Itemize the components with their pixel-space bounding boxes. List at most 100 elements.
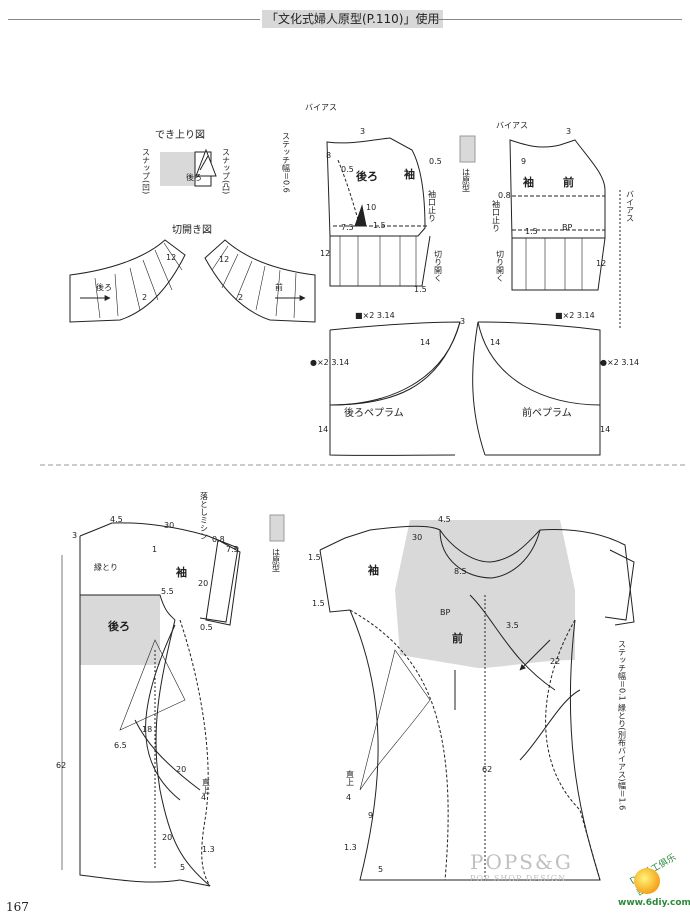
measure-1: 1: [152, 545, 157, 554]
drop-stitch-label: 落としミシン: [200, 491, 209, 540]
watermark: POPS&G POP SHOP DESIGN: [470, 850, 573, 883]
top-front-sleeve-label: 袖: [523, 175, 534, 189]
peplum-formula2-back: ●×2 3.14: [310, 358, 349, 367]
cut-open-front: 切り開く: [496, 250, 505, 282]
measure-20c: 20: [162, 833, 172, 842]
fan-back-label: 後ろ: [96, 282, 112, 292]
cuff-finish-back: 袖口止り: [428, 189, 437, 222]
smiley-sun-icon: [634, 868, 660, 894]
measure-7-5b: 7.5: [226, 545, 239, 554]
measure-1-3: 1.3: [202, 845, 215, 854]
back-bodice-top-pattern: [326, 135, 476, 287]
measure-30: 30: [164, 521, 174, 530]
measure-12b: 12: [596, 259, 606, 268]
measure-1-3b: 1.3: [344, 843, 357, 852]
measure-7-5: 7.5: [341, 223, 354, 232]
cut-open-back: 切り開く: [434, 250, 443, 282]
straight-up-front: 直上: [346, 769, 355, 786]
back-small-label: 後ろ: [186, 172, 202, 182]
peplum-formula-front: ■×2 3.14: [555, 311, 595, 320]
measure-14: 14: [420, 338, 430, 347]
measure-3c: 3: [460, 317, 465, 326]
back-body-pattern: [61, 514, 285, 887]
fan-front-label: 前: [275, 282, 283, 292]
measure-4b: 4: [346, 793, 351, 802]
logo-url: www.6diy.com: [618, 898, 690, 908]
measure-0-5c: 0.5: [200, 623, 213, 632]
measure-20b: 20: [176, 765, 186, 774]
legend-original-bottom: は原型: [272, 548, 281, 572]
measure-0-8b: 0.8: [212, 535, 225, 544]
finished-view-label: でき上り図: [155, 129, 205, 141]
measure-62b: 62: [482, 765, 492, 774]
measure-12: 12: [320, 249, 330, 258]
measure-0-8: 0.8: [498, 191, 511, 200]
bias-vertical-label: バイアス: [626, 190, 635, 222]
header-rule-left: [8, 19, 260, 20]
measure-4-5: 4.5: [110, 515, 123, 524]
site-logo: DIY手工俱乐部 www.6diy.com: [612, 853, 690, 920]
page-number: 167: [6, 900, 29, 914]
measure-1-5: 1.5: [373, 221, 386, 230]
top-back-label: 後ろ: [356, 169, 378, 183]
measure-20: 20: [198, 579, 208, 588]
measure-5: 5: [180, 863, 185, 872]
measure-3: 3: [360, 127, 365, 136]
header-rule-right: [436, 19, 682, 20]
top-front-label: 前: [563, 175, 574, 189]
binding-label: 縁とり: [94, 562, 118, 572]
measure-9b: 9: [368, 811, 373, 820]
measure-3-5: 3.5: [506, 621, 519, 630]
measure-62: 62: [56, 761, 66, 770]
measure-30b: 30: [412, 533, 422, 542]
measure-22: 22: [550, 657, 560, 666]
back-peplum-pattern: [329, 321, 461, 456]
measure-0-5b: 0.5: [429, 157, 442, 166]
measure-1-5d: 1.5: [308, 553, 321, 562]
bottom-front-sleeve-label: 袖: [368, 563, 379, 577]
measure-2: 2: [142, 293, 147, 302]
front-peplum-label: 前ペプラム: [522, 406, 572, 419]
straight-up-back: 直上: [202, 777, 211, 794]
measure-5b: 5: [378, 865, 383, 874]
measure-8-5: 8.5: [454, 567, 467, 576]
cuff-finish-front: 袖口止り: [492, 199, 501, 232]
measure-1-5c: 1.5: [525, 227, 538, 236]
cut-open-front-fan: [204, 239, 316, 323]
measure-1-5b: 1.5: [414, 285, 427, 294]
snap-concave-label: スナップ(凹): [142, 148, 151, 194]
watermark-sub: POP SHOP DESIGN: [470, 874, 567, 883]
cut-open-back-fan: [69, 239, 186, 323]
finished-view-diagram: [160, 148, 217, 187]
peplum-formula2-front: ●×2 3.14: [600, 358, 639, 367]
bottom-front-label: 前: [452, 631, 463, 645]
measure-3b: 3: [566, 127, 571, 136]
top-bp-label: BP: [562, 223, 572, 232]
measure-4-5b: 4.5: [438, 515, 451, 524]
bottom-bp-label: BP: [440, 608, 450, 617]
front-bodice-top-pattern: [509, 139, 621, 330]
measure-18: 18: [142, 725, 152, 734]
legend-original-top: は原型: [462, 168, 471, 192]
header-title: 「文化式婦人原型(P.110)」使用: [262, 10, 444, 28]
page-header: 「文化式婦人原型(P.110)」使用: [0, 0, 690, 40]
stitch-binding-label: ステッチ幅＝0.1 縁とり(別布バイアス)幅＝1.6: [618, 640, 627, 810]
measure-14b: 14: [490, 338, 500, 347]
measure-8: 8: [326, 151, 331, 160]
measure-14c: 14: [318, 425, 328, 434]
measure-1-5e: 1.5: [312, 599, 325, 608]
bias-label-back: バイアス: [305, 103, 337, 112]
measure-5-5: 5.5: [161, 587, 174, 596]
measure-14d: 14: [600, 425, 610, 434]
snap-convex-label: スナップ(凸): [222, 148, 231, 194]
measure-12d: 12: [219, 255, 229, 264]
watermark-text: POPS&G: [470, 850, 573, 874]
cut-open-view-label: 切開き図: [172, 224, 212, 236]
front-peplum-pattern: [472, 321, 601, 456]
peplum-formula-back: ■×2 3.14: [355, 311, 395, 320]
measure-4: 4: [201, 793, 206, 802]
measure-0-5: 0.5: [341, 165, 354, 174]
measure-9: 9: [521, 157, 526, 166]
bottom-back-label: 後ろ: [108, 619, 130, 633]
back-peplum-label: 後ろペプラム: [344, 406, 404, 419]
